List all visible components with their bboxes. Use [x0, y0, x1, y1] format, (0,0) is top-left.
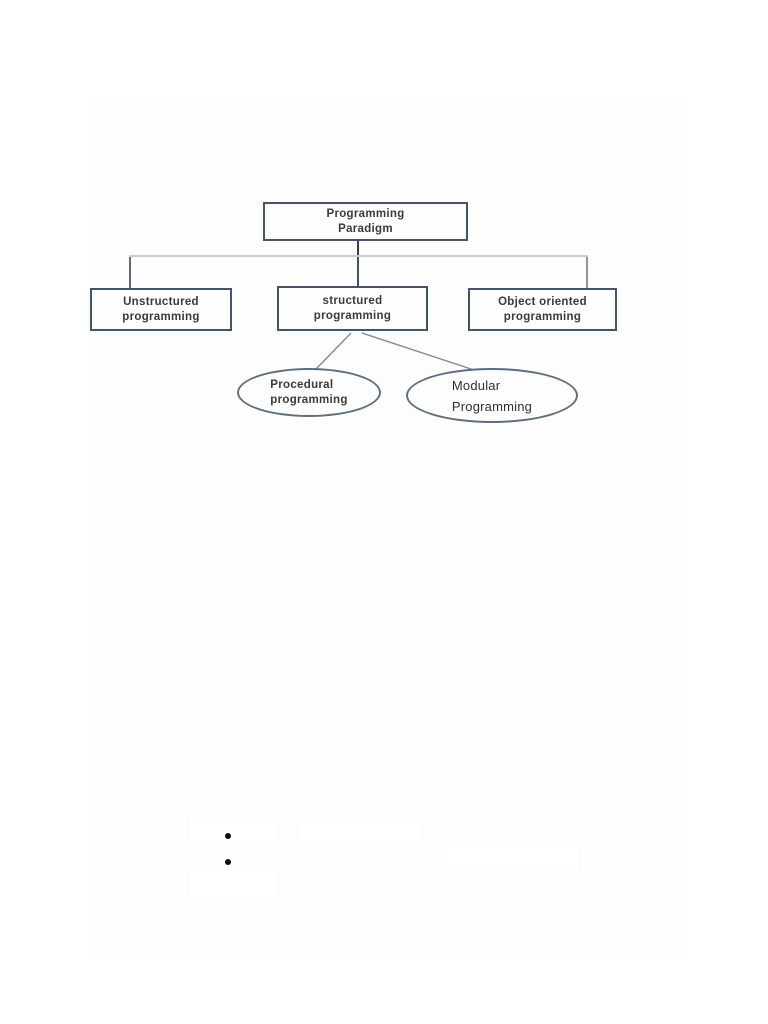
node-modular-programming: Modular Programming: [406, 368, 578, 423]
bullet-marker: [225, 833, 231, 839]
node-label: Modular Programming: [451, 377, 533, 414]
node-unstructured-programming: Unstructured programming: [90, 288, 232, 331]
node-label: Programming Paradigm: [326, 207, 405, 235]
connector-left-vertical: [129, 257, 131, 289]
node-structured-programming: structured programming: [277, 286, 428, 331]
node-programming-paradigm: Programming Paradigm: [263, 202, 468, 241]
scan-artifact: [190, 818, 275, 844]
node-label: structured programming: [313, 294, 392, 322]
node-label: Unstructured programming: [122, 295, 200, 323]
connector-root-vertical: [357, 241, 359, 257]
scan-artifact: [300, 820, 420, 844]
scan-artifact: [448, 844, 578, 870]
scan-artifact: [190, 868, 275, 896]
node-label: Object oriented programming: [498, 295, 587, 323]
connector-horizontal: [129, 255, 588, 257]
bullet-marker: [225, 859, 231, 865]
node-object-oriented-programming: Object oriented programming: [468, 288, 617, 331]
connector-right-vertical: [586, 257, 588, 289]
node-procedural-programming: Procedural programming: [237, 368, 381, 417]
connector-middle-vertical: [357, 257, 359, 287]
node-label: Procedural programming: [270, 378, 348, 406]
